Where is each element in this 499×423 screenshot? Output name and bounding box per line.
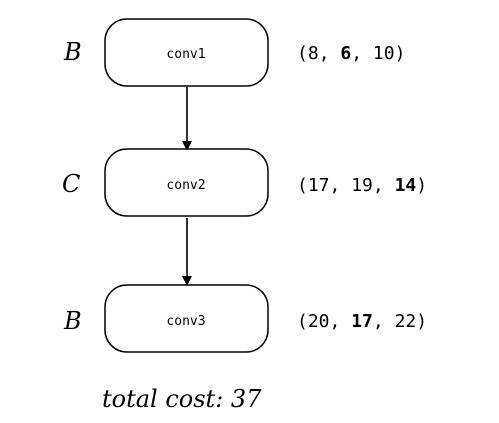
node-box [104,148,269,217]
node-label: conv3 [166,314,205,329]
cost-option: 22 [395,311,417,332]
cost-option-selected: 17 [351,311,373,332]
node-choice-label: C [62,170,80,198]
total-cost-label: total cost: 37 [102,385,262,413]
node-cost-tuple: (17, 19, 14) [297,175,427,196]
node-conv1: B conv1 (8, 6, 10) [63,18,405,87]
node-box [104,284,269,353]
cost-option: 17 [308,175,330,196]
node-cost-tuple: (20, 17, 22) [297,311,427,332]
cost-option: 8 [308,43,319,64]
node-choice-label: B [63,38,82,66]
cost-option: 19 [351,175,373,196]
node-conv3: B conv3 (20, 17, 22) [63,284,427,353]
node-cost-tuple: (8, 6, 10) [297,43,405,64]
node-conv2: C conv2 (17, 19, 14) [62,148,427,217]
cost-option-selected: 6 [340,43,351,64]
node-box [104,18,269,87]
cost-option-selected: 14 [395,175,417,196]
cost-option: 20 [308,311,330,332]
node-choice-label: B [63,307,82,335]
cost-option: 10 [373,43,395,64]
node-label: conv1 [166,47,205,62]
node-label: conv2 [166,178,205,193]
